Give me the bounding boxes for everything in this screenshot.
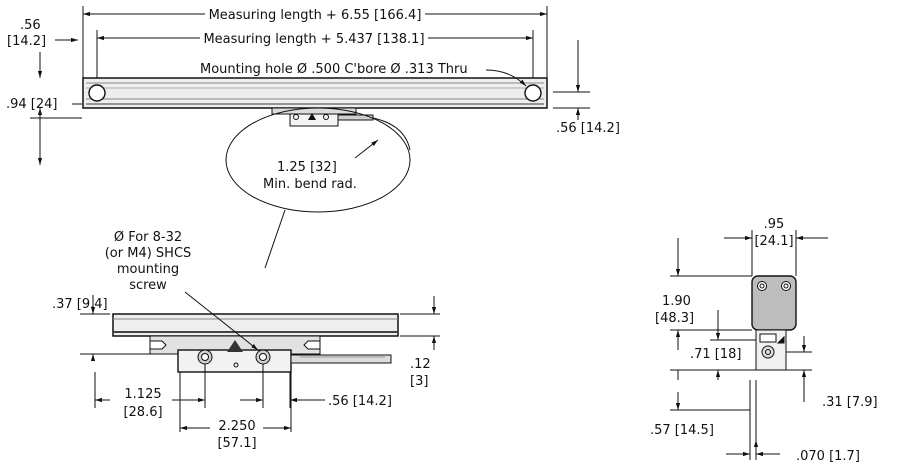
end-view-labels: .95 [24.1] 1.90 [48.3] .71 [18] .31 [7.9… bbox=[650, 217, 878, 464]
mounting-hole-right bbox=[524, 84, 542, 102]
mounting-hole-note: Mounting hole Ø .500 C'bore Ø .313 Thru bbox=[200, 62, 468, 77]
dim-037: .37 [9.4] bbox=[52, 297, 108, 312]
dim-overall-length: Measuring length + 6.55 [166.4] bbox=[209, 8, 422, 23]
top-view bbox=[30, 6, 590, 269]
dim-190-mm: [48.3] bbox=[655, 311, 694, 326]
dim-031: .31 [7.9] bbox=[822, 395, 878, 410]
screw-note-line1: Ø For 8-32 bbox=[114, 230, 182, 245]
detail-view-labels: Ø For 8-32 (or M4) SHCS mounting screw .… bbox=[52, 230, 431, 451]
detail-reader-head bbox=[177, 349, 292, 373]
dim-012-mm: [3] bbox=[410, 374, 428, 389]
dim-056-detail: .56 [14.2] bbox=[328, 394, 392, 409]
dim-190-inch: 1.90 bbox=[662, 294, 691, 309]
dim-2250-mm: [57.1] bbox=[217, 436, 256, 451]
dim-hole-length: Measuring length + 5.437 [138.1] bbox=[203, 32, 424, 47]
mounting-hole-left bbox=[88, 84, 106, 102]
dim-057: .57 [14.5] bbox=[650, 423, 714, 438]
dim-095-mm: [24.1] bbox=[754, 234, 793, 249]
dim-056-mm: [14.2] bbox=[7, 34, 46, 49]
dim-056-inch: .56 bbox=[20, 18, 41, 33]
screw-note-line4: screw bbox=[129, 278, 167, 293]
detail-view bbox=[80, 291, 440, 432]
dim-056-right: .56 [14.2] bbox=[556, 121, 620, 136]
screw-note-line3: mounting bbox=[117, 262, 179, 277]
dim-2250-inch: 2.250 bbox=[218, 419, 255, 434]
screw-note-line2: (or M4) SHCS bbox=[105, 246, 192, 261]
dim-0070: .070 [1.7] bbox=[796, 449, 860, 464]
end-view bbox=[670, 230, 828, 460]
bend-radius-value: 1.25 [32] bbox=[277, 160, 337, 175]
dim-095-inch: .95 bbox=[764, 217, 785, 232]
bend-radius-label: Min. bend rad. bbox=[263, 177, 357, 192]
dim-071: .71 [18] bbox=[690, 347, 742, 362]
detail-circle bbox=[225, 107, 411, 213]
dim-1125-mm: [28.6] bbox=[123, 405, 162, 420]
dim-1125-inch: 1.125 bbox=[124, 387, 161, 402]
dim-012-inch: .12 bbox=[410, 357, 431, 372]
top-view-labels: Measuring length + 6.55 [166.4] Measurin… bbox=[6, 8, 620, 192]
dim-094: .94 [24] bbox=[6, 97, 58, 112]
